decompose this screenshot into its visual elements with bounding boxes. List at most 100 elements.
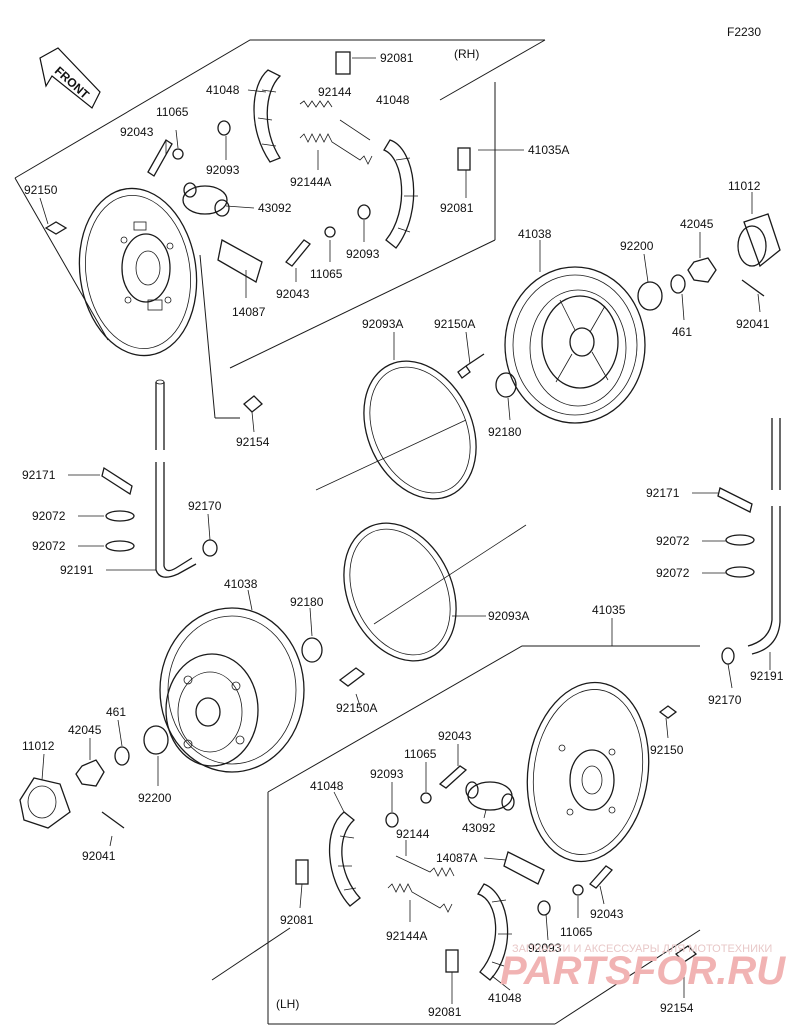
lh-spring-92093-a bbox=[385, 812, 399, 828]
lh-clip-92081-b bbox=[445, 949, 459, 973]
lh-nut-42045 bbox=[75, 759, 105, 787]
rh-bolt-92150 bbox=[44, 221, 68, 235]
part-labels: 92081 41048 92144 41048 11065 92043 9209… bbox=[22, 51, 784, 1019]
label-41038: 41038 bbox=[518, 227, 552, 241]
lh-spring-92144a bbox=[387, 883, 453, 913]
lh-frame bbox=[211, 645, 701, 1025]
label-92180: 92180 bbox=[290, 595, 324, 609]
label-92200: 92200 bbox=[620, 239, 654, 253]
lh-washer-461 bbox=[114, 746, 130, 766]
rh-brake-shoe-b bbox=[383, 139, 418, 249]
rh-brake-drum bbox=[504, 266, 646, 424]
left-clamp-92072-a bbox=[105, 510, 135, 522]
rh-spring-92144a bbox=[299, 133, 373, 165]
label-14087: 14087 bbox=[232, 305, 266, 319]
label-92043: 92043 bbox=[276, 287, 310, 301]
label-92043: 92043 bbox=[438, 729, 472, 743]
lh-side-label: (LH) bbox=[276, 997, 299, 1011]
rh-seal-92093a bbox=[315, 360, 477, 500]
lh-bleeder-92154 bbox=[674, 945, 698, 963]
rh-nut-42045 bbox=[687, 257, 717, 283]
lh-brake-drum bbox=[159, 607, 305, 773]
label-92081: 92081 bbox=[440, 201, 474, 215]
label-92171: 92171 bbox=[646, 486, 680, 500]
label-11065: 11065 bbox=[156, 105, 189, 119]
label-92154: 92154 bbox=[236, 435, 270, 449]
right-clamp-92072-a bbox=[725, 534, 755, 546]
lh-oring-92180 bbox=[301, 637, 323, 663]
lh-spring-92144 bbox=[395, 855, 455, 877]
label-11012: 11012 bbox=[728, 179, 761, 193]
label-43092: 43092 bbox=[462, 821, 496, 835]
lh-cap-11012 bbox=[19, 777, 71, 829]
label-92093a: 92093A bbox=[488, 609, 529, 623]
left-clamp-92072-b bbox=[105, 540, 135, 552]
left-hose bbox=[155, 379, 197, 578]
label-92081: 92081 bbox=[380, 51, 414, 65]
label-43092: 43092 bbox=[258, 201, 292, 215]
label-92144a: 92144A bbox=[290, 175, 331, 189]
label-42045: 42045 bbox=[680, 217, 714, 231]
label-92180: 92180 bbox=[488, 425, 522, 439]
rh-oring-92180 bbox=[495, 372, 517, 398]
label-92072: 92072 bbox=[32, 509, 66, 523]
watermark-line1: ЗАПЧАСТИ И АКСЕССУАРЫ ДЛЯ МОТОТЕХНИКИ bbox=[512, 943, 772, 955]
label-92170: 92170 bbox=[708, 693, 742, 707]
lh-washer-92200 bbox=[143, 725, 169, 755]
lh-cup-11065-a bbox=[420, 792, 432, 804]
lh-wheel-cylinder bbox=[465, 781, 515, 811]
lh-clip-92081-a bbox=[295, 859, 309, 885]
label-92170: 92170 bbox=[188, 499, 222, 513]
rh-washer-461 bbox=[670, 274, 686, 294]
label-92144: 92144 bbox=[318, 85, 352, 99]
label-92041: 92041 bbox=[82, 849, 116, 863]
right-plate-92171 bbox=[717, 487, 753, 513]
rh-pin-92043-a bbox=[147, 139, 173, 177]
label-92093: 92093 bbox=[370, 767, 404, 781]
rh-bleeder-92154 bbox=[243, 395, 263, 413]
front-arrow-icon: FRONT bbox=[39, 47, 101, 109]
label-92150a: 92150A bbox=[336, 701, 377, 715]
rh-side-label: (RH) bbox=[454, 47, 479, 61]
right-hose bbox=[747, 418, 781, 655]
label-92093: 92093 bbox=[206, 163, 240, 177]
label-92041: 92041 bbox=[736, 317, 770, 331]
label-11065: 11065 bbox=[404, 747, 437, 761]
rh-spring-92093-a bbox=[217, 120, 231, 136]
lh-backing-plate bbox=[526, 681, 650, 863]
label-92072: 92072 bbox=[656, 566, 690, 580]
rh-brake-shoe-a bbox=[253, 69, 282, 163]
label-11065: 11065 bbox=[310, 267, 343, 281]
left-plate-92171 bbox=[101, 466, 133, 496]
label-92150: 92150 bbox=[24, 183, 58, 197]
rh-spring-92093-b bbox=[357, 204, 371, 220]
label-41048: 41048 bbox=[310, 779, 344, 793]
rh-wheel-cylinder bbox=[182, 182, 230, 217]
lh-bolt-92150 bbox=[658, 705, 678, 719]
label-92043: 92043 bbox=[590, 907, 624, 921]
rh-stud-92150a bbox=[457, 353, 485, 379]
label-92200: 92200 bbox=[138, 791, 172, 805]
label-41048: 41048 bbox=[376, 93, 410, 107]
label-41048: 41048 bbox=[488, 991, 522, 1005]
label-92154: 92154 bbox=[660, 1001, 694, 1015]
rh-backing-plate bbox=[78, 187, 198, 357]
right-clamp-92170 bbox=[721, 647, 735, 665]
rh-pin-92043-b bbox=[285, 239, 311, 267]
label-461: 461 bbox=[106, 705, 126, 719]
label-92043: 92043 bbox=[120, 125, 154, 139]
label-41048: 41048 bbox=[206, 83, 240, 97]
label-11012: 11012 bbox=[22, 739, 55, 753]
label-92150: 92150 bbox=[650, 743, 684, 757]
lh-stud-92150a bbox=[338, 667, 366, 687]
right-clamp-92072-b bbox=[725, 566, 755, 578]
rh-washer-92200 bbox=[637, 281, 663, 311]
rh-cup-11065-b bbox=[324, 226, 336, 238]
label-461: 461 bbox=[672, 325, 692, 339]
label-92093a: 92093A bbox=[362, 317, 403, 331]
figure-code: F2230 bbox=[727, 25, 761, 39]
label-41035a: 41035A bbox=[528, 143, 569, 157]
rh-clip-92081-top bbox=[335, 51, 351, 75]
leader-lines bbox=[39, 57, 771, 1004]
rh-cap-11012 bbox=[737, 213, 781, 268]
